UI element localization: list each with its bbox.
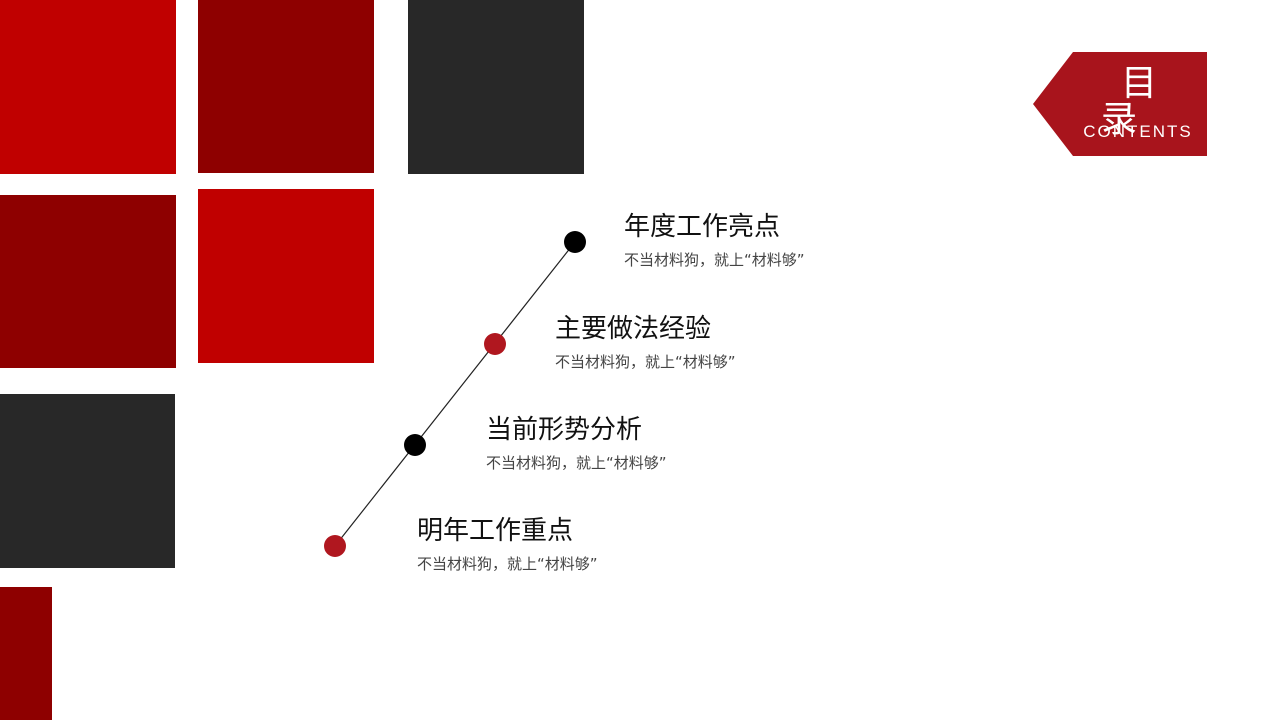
badge-subtitle: CONTENTS bbox=[1083, 122, 1193, 141]
contents-badge: 目录 CONTENTS bbox=[1033, 52, 1207, 156]
timeline-marker-3 bbox=[404, 434, 426, 456]
agenda-item-title: 明年工作重点 bbox=[417, 516, 574, 546]
timeline-marker-2 bbox=[484, 333, 506, 355]
timeline-marker-4 bbox=[324, 535, 346, 557]
deco-block-2 bbox=[198, 0, 374, 173]
agenda-item-desc: 不当材料狗，就上“材料够” bbox=[555, 353, 736, 372]
agenda-item-3: 当前形势分析 不当材料狗，就上“材料够” bbox=[486, 415, 667, 472]
badge-title: 目录 bbox=[1100, 63, 1197, 140]
agenda-item-2: 主要做法经验 不当材料狗，就上“材料够” bbox=[555, 314, 736, 371]
deco-block-7 bbox=[0, 587, 52, 720]
deco-block-3 bbox=[408, 0, 584, 174]
agenda-item-desc: 不当材料狗，就上“材料够” bbox=[624, 251, 805, 270]
agenda-item-title: 年度工作亮点 bbox=[624, 212, 781, 242]
agenda-item-1: 年度工作亮点 不当材料狗，就上“材料够” bbox=[624, 212, 805, 269]
deco-block-6 bbox=[0, 394, 175, 568]
timeline-marker-1 bbox=[564, 231, 586, 253]
deco-block-1 bbox=[0, 0, 176, 174]
agenda-item-desc: 不当材料狗，就上“材料够” bbox=[486, 454, 667, 473]
agenda-item-title: 主要做法经验 bbox=[555, 314, 712, 344]
agenda-item-4: 明年工作重点 不当材料狗，就上“材料够” bbox=[417, 516, 598, 573]
deco-block-4 bbox=[0, 195, 176, 368]
deco-block-5 bbox=[198, 189, 374, 363]
agenda-item-desc: 不当材料狗，就上“材料够” bbox=[417, 555, 598, 574]
agenda-item-title: 当前形势分析 bbox=[486, 415, 643, 445]
